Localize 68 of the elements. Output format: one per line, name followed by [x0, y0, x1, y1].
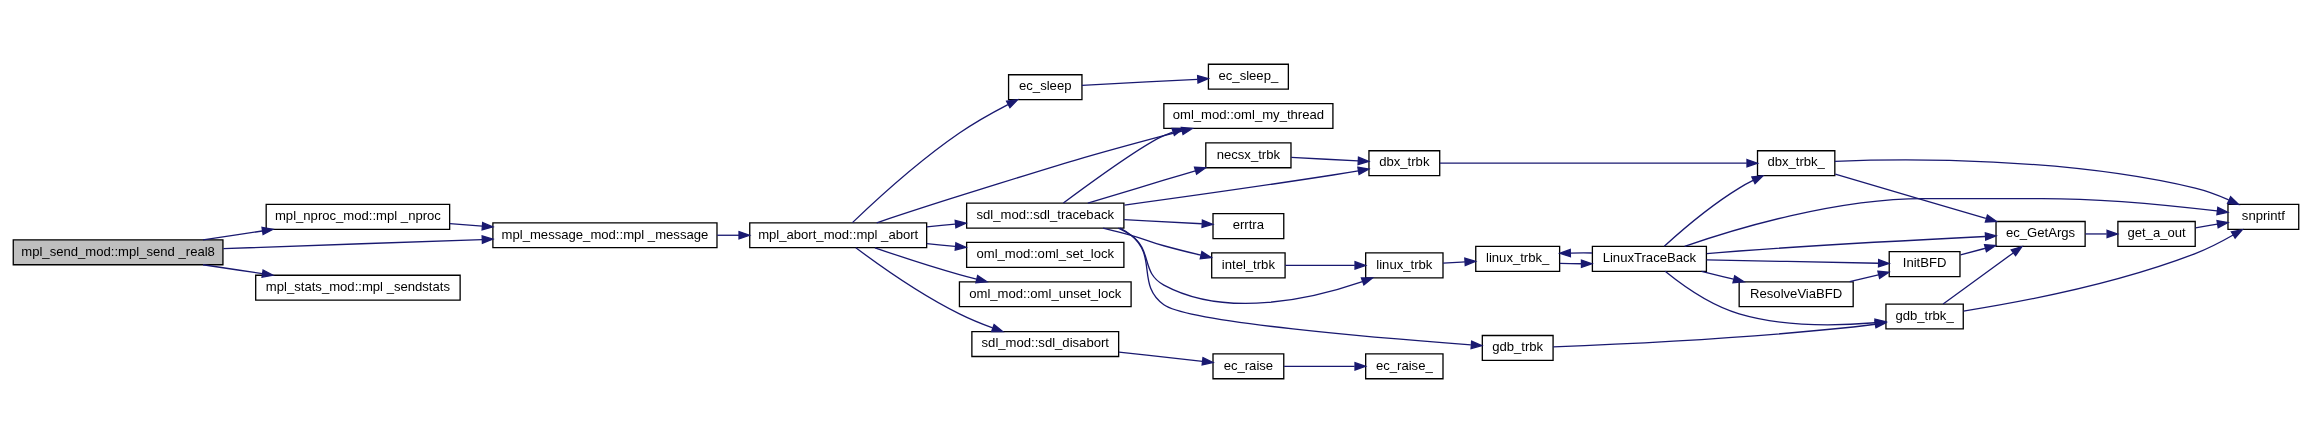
- arrow: [202, 226, 275, 241]
- arrow: [876, 126, 1195, 224]
- node-box: oml_mod::oml_my_thread: [1163, 102, 1334, 130]
- arrow: [2084, 229, 2120, 239]
- node-box: gdb_trbk_: [1885, 303, 1964, 330]
- arrow: [1081, 74, 1211, 86]
- arrow: [1663, 174, 1765, 247]
- arrow: [1284, 260, 1368, 270]
- node-box: gdb_trbk: [1481, 334, 1554, 362]
- arrow: [1062, 127, 1185, 204]
- arrow: [1959, 243, 1998, 256]
- arrow: [1123, 219, 1215, 229]
- arrow: [1442, 257, 1478, 267]
- node-box: necsx_trbk: [1205, 142, 1292, 169]
- arrow: [1123, 166, 1371, 206]
- arrow: [1087, 166, 1208, 204]
- arrow: [874, 247, 989, 284]
- arrow: [1118, 351, 1215, 366]
- arrow: [926, 241, 968, 251]
- arrow: [1559, 259, 1594, 269]
- arrow: [1439, 158, 1760, 168]
- arrow: [1849, 270, 1891, 283]
- arrow: [716, 230, 752, 240]
- arrow: [1557, 248, 1593, 258]
- node-box: snprintf: [2227, 203, 2300, 230]
- node-box: ec_raise: [1212, 353, 1285, 380]
- arrow: [855, 247, 1005, 333]
- node-box: errtra: [1212, 213, 1285, 240]
- arrow: [1942, 245, 2024, 305]
- node-box: LinuxTraceBack: [1591, 245, 1708, 272]
- node-box: oml_mod::oml_set_lock: [966, 241, 1125, 269]
- node-box: sdl_mod::sdl_disabort: [971, 330, 1120, 358]
- node-box: ec_sleep_: [1207, 63, 1289, 90]
- node-box: get_a_out: [2117, 220, 2196, 248]
- arrow: [1117, 227, 1375, 304]
- arrow: [1290, 156, 1371, 166]
- arrow: [1700, 270, 1746, 284]
- node-box: intel_trbk: [1211, 252, 1286, 279]
- node-box: ResolveViaBFD: [1738, 281, 1854, 308]
- node-box: mpl_send_mod::mpl_send _real8: [12, 239, 224, 266]
- node-box: mpl_nproc_mod::mpl _nproc: [265, 203, 451, 230]
- node-box: InitBFD: [1888, 251, 1961, 278]
- node-box: sdl_mod::sdl_traceback: [966, 202, 1125, 229]
- arrow: [222, 234, 495, 250]
- arrow: [926, 219, 968, 229]
- node-box: linux_trbk_: [1475, 245, 1561, 272]
- arrow: [449, 221, 495, 231]
- node-box: mpl_message_mod::mpl _message: [492, 222, 718, 249]
- node-box: mpl_abort_mod::mpl _abort: [749, 222, 928, 249]
- node-box: ec_raise_: [1365, 353, 1444, 380]
- arrow: [1102, 227, 1214, 260]
- arrow: [1962, 228, 2244, 312]
- node-box: dbx_trbk: [1368, 150, 1441, 177]
- arrow: [1834, 159, 2241, 206]
- arrow: [1283, 361, 1368, 371]
- arrow: [202, 264, 275, 279]
- node-box: dbx_trbk_: [1756, 150, 1836, 177]
- node-box: linux_trbk: [1365, 252, 1444, 279]
- node-box: ec_GetArgs: [1995, 220, 2086, 248]
- node-box: mpl_stats_mod::mpl _sendstats: [255, 274, 461, 301]
- arrow: [851, 98, 1020, 224]
- arrow: [1706, 231, 1998, 255]
- arrow: [2194, 219, 2230, 229]
- arrow: [1705, 258, 1892, 268]
- node-box: oml_mod::oml_unset_lock: [958, 281, 1132, 308]
- arrow: [1119, 227, 1484, 350]
- arrow: [1834, 173, 1999, 223]
- node-box: ec_sleep: [1007, 74, 1083, 101]
